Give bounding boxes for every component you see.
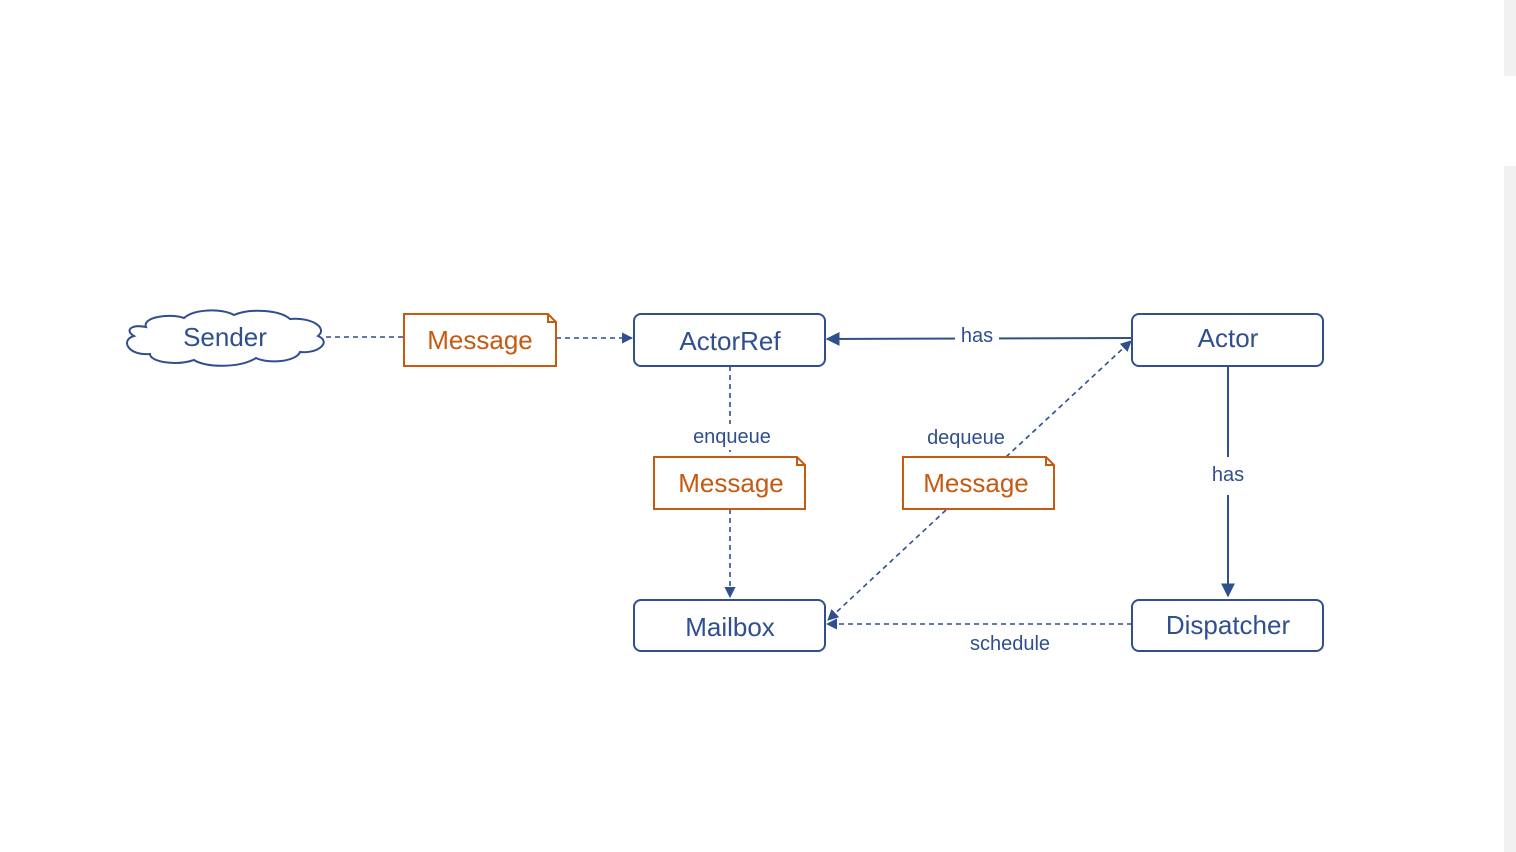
scroll-track-top — [1504, 0, 1516, 76]
edge-label-has-dispatcher: has — [1212, 464, 1244, 486]
edge-actorref-enqueue-mailbox: enqueue — [684, 366, 780, 599]
edge-dispatcher-schedule-mailbox: schedule — [825, 618, 1132, 655]
edge-label-dequeue: dequeue — [927, 427, 1005, 449]
message-label-sent: Message — [427, 325, 533, 355]
edge-actor-has-dispatcher: has — [1204, 366, 1252, 598]
message-note-enqueued: Message — [653, 456, 806, 510]
actorref-node: ActorRef — [633, 313, 826, 367]
edge-actor-has-actorref: has — [825, 324, 1133, 350]
mailbox-node: Mailbox — [633, 599, 826, 652]
actorref-label: ActorRef — [679, 326, 781, 356]
sender-label: Sender — [183, 322, 267, 352]
edge-label-enqueue: enqueue — [693, 426, 771, 448]
edge-sender-to-actorref — [326, 332, 634, 344]
sender-node: Sender — [126, 309, 325, 367]
message-label-enqueued: Message — [678, 468, 784, 498]
message-label-dequeued: Message — [923, 468, 1029, 498]
mailbox-label: Mailbox — [685, 612, 775, 642]
message-note-sent: Message — [403, 313, 557, 367]
scroll-track-bottom — [1504, 166, 1516, 852]
message-note-dequeued: Message — [902, 456, 1055, 510]
edge-mailbox-dequeue-actor: dequeue — [827, 340, 1132, 621]
dispatcher-node: Dispatcher — [1131, 599, 1324, 652]
edge-label-has-actorref: has — [961, 325, 993, 347]
edge-label-schedule: schedule — [970, 633, 1050, 655]
actor-node: Actor — [1131, 313, 1324, 367]
dispatcher-label: Dispatcher — [1166, 610, 1291, 640]
actor-label: Actor — [1198, 323, 1259, 353]
sender-cloud-shape — [126, 309, 325, 367]
